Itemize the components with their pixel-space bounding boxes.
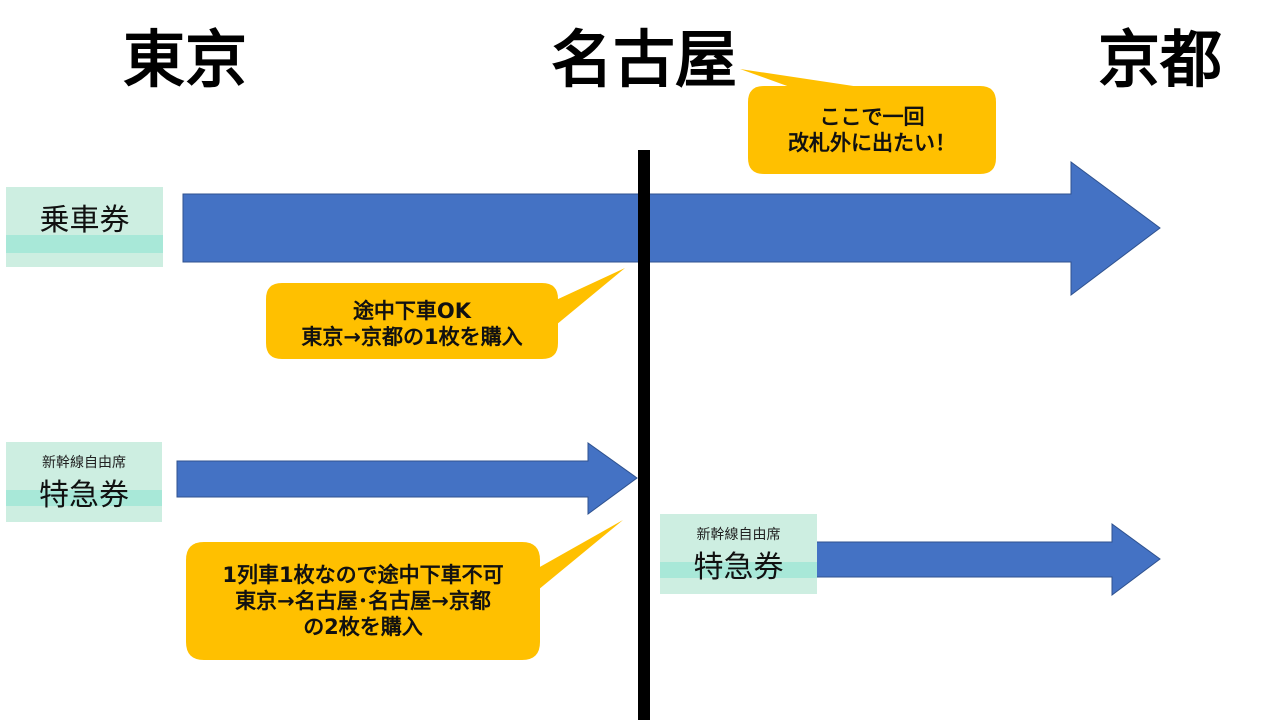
station-tokyo: 東京 bbox=[123, 23, 248, 96]
callout-line: 東京→京都の1枚を購入 bbox=[301, 325, 523, 349]
arrow-tokkyu-nagoya-kyoto bbox=[814, 523, 1161, 596]
callout-stopover-ok-text: 途中下車OK 東京→京都の1枚を購入 bbox=[266, 298, 558, 350]
ticket-sublabel: 新幹線自由席 bbox=[42, 455, 126, 471]
ticket-tokkyu-tokyo-nagoya-label: 新幹線自由席 特急券 bbox=[6, 442, 162, 522]
callout-line: 途中下車OK bbox=[352, 299, 472, 323]
callout-line: ここで一回 bbox=[819, 105, 925, 129]
ticket-stripe bbox=[660, 562, 817, 578]
ticket-stripe bbox=[6, 490, 162, 506]
callout-stopover-ng-tail bbox=[538, 520, 623, 590]
callout-exit-gate-text: ここで一回 改札外に出たい！ bbox=[748, 104, 996, 156]
callout-stopover-ok-bubble bbox=[266, 283, 558, 359]
callout-line: 1列車1枚なので途中下車不可 bbox=[222, 563, 504, 587]
callout-stopover-ng-bubble bbox=[186, 542, 540, 660]
station-kyoto: 京都 bbox=[1098, 23, 1223, 96]
nagoya-divider-line bbox=[638, 150, 650, 720]
callout-line: 東京→名古屋･名古屋→京都 bbox=[235, 589, 491, 613]
ticket-tokkyu-nagoya-kyoto-label: 新幹線自由席 特急券 bbox=[660, 514, 817, 594]
ticket-tokkyu-text: 特急券 bbox=[39, 478, 129, 513]
callout-exit-gate-tail bbox=[740, 69, 860, 87]
callout-stopover-ng-text: 1列車1枚なので途中下車不可 東京→名古屋･名古屋→京都 の2枚を購入 bbox=[186, 562, 540, 640]
ticket-sublabel: 新幹線自由席 bbox=[696, 527, 781, 543]
callout-line: の2枚を購入 bbox=[303, 615, 423, 639]
callout-line: 改札外に出たい！ bbox=[788, 131, 956, 155]
ticket-jousha-text: 乗車券 bbox=[39, 203, 130, 238]
station-nagoya: 名古屋 bbox=[551, 23, 738, 96]
ticket-stripe bbox=[6, 235, 163, 253]
arrow-jousha-tokyo-kyoto bbox=[182, 161, 1161, 297]
ticket-jousha-label: 乗車券 bbox=[6, 187, 163, 267]
callout-exit-gate-bubble bbox=[748, 86, 996, 174]
ticket-tokkyu-text: 特急券 bbox=[693, 550, 784, 585]
callout-stopover-ok-tail bbox=[556, 268, 625, 325]
arrow-tokkyu-tokyo-nagoya bbox=[176, 442, 638, 515]
